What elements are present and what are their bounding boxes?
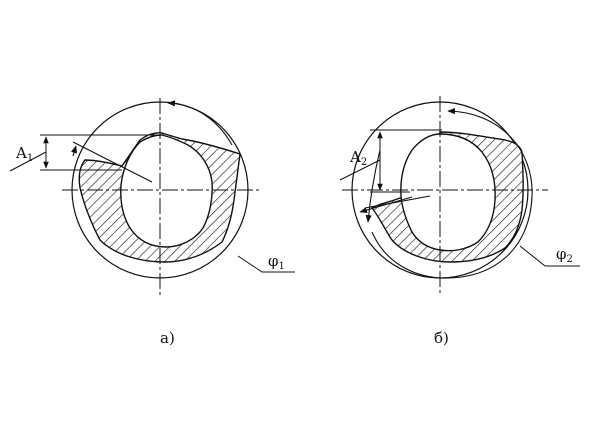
tool-line [72,141,153,183]
angle-label: φ2 [556,245,573,265]
angle-leader [237,255,295,273]
caption: б) [434,329,449,347]
inner-bore [400,133,496,252]
tool-edge [359,196,413,214]
dimension-label: A1 [15,144,33,164]
leader-line [9,151,47,172]
tool-line [364,195,431,209]
leader-line [339,159,381,181]
figure-b: A2 φ2 б) [339,96,580,347]
rotation-arrow [371,108,533,279]
angle-leader [519,245,580,267]
dimension-label: A2 [349,148,367,168]
rotation-arrow [167,100,233,146]
figure-a: A1 φ1 а) [9,98,295,347]
caption: а) [160,329,175,347]
inner-bore [120,134,213,248]
angle-label: φ1 [268,252,285,272]
tool-edge [71,145,77,157]
